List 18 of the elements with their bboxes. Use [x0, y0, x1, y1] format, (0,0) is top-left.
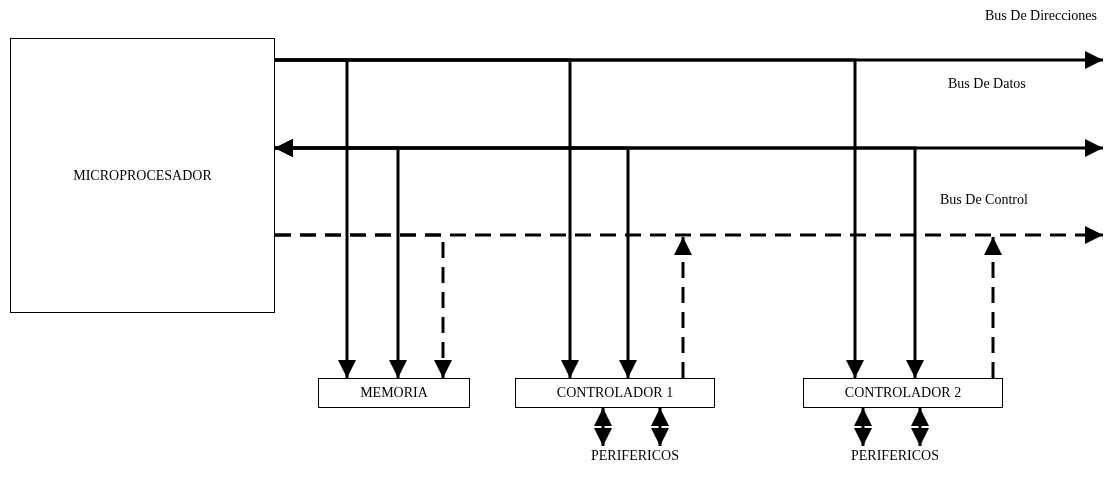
arrow — [651, 408, 669, 446]
arrow — [275, 58, 864, 378]
controller-box: CONTROLADOR 2 — [803, 378, 1003, 408]
arrow — [275, 139, 924, 378]
arrow — [594, 408, 612, 446]
bus-label: Bus De Direcciones — [985, 8, 1097, 24]
controller-box: CONTROLADOR 1 — [515, 378, 715, 408]
dashed-arrow — [984, 237, 1002, 378]
arrow — [854, 408, 872, 446]
dashed-arrow — [674, 237, 692, 378]
arrow — [911, 408, 929, 446]
peripherals-label: PERIFERICOS — [588, 446, 682, 466]
peripherals-label: PERIFERICOS — [848, 446, 942, 466]
bus-label: Bus De Datos — [948, 76, 1026, 92]
dashed-arrow — [275, 233, 452, 378]
memory-box: MEMORIA — [318, 378, 470, 408]
processor-box: MICROPROCESADOR — [10, 38, 275, 313]
bus-label: Bus De Control — [940, 192, 1028, 208]
